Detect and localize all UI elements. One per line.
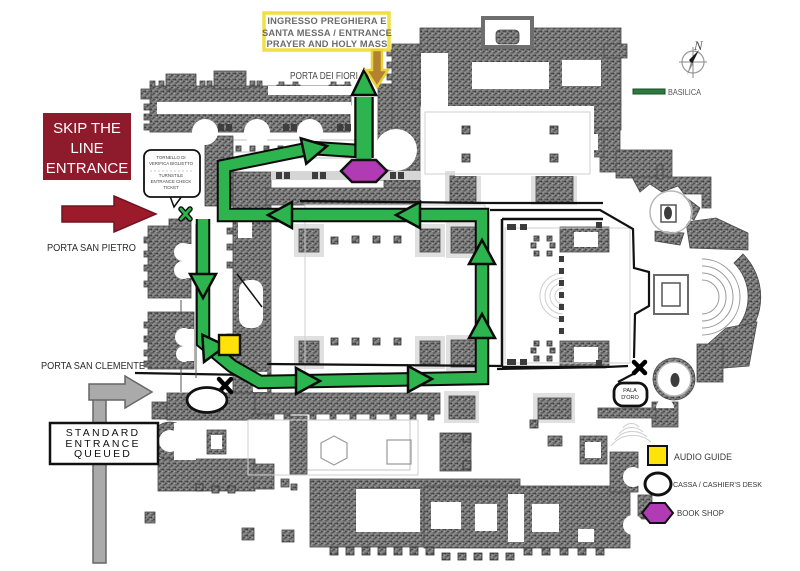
svg-text:VERIFICA BIGLIETTO: VERIFICA BIGLIETTO bbox=[149, 161, 194, 166]
svg-text:ENTRANCE CHECK: ENTRANCE CHECK bbox=[151, 179, 192, 184]
svg-text:PORTA DEI FIORI: PORTA DEI FIORI bbox=[290, 70, 358, 82]
svg-text:LINE: LINE bbox=[70, 140, 103, 157]
svg-text:TICKET: TICKET bbox=[163, 185, 179, 190]
svg-text:PALA: PALA bbox=[623, 388, 637, 394]
svg-text:BASILICA: BASILICA bbox=[668, 88, 702, 97]
svg-text:ENTRANCE: ENTRANCE bbox=[46, 160, 129, 177]
svg-text:ENTRANCE: ENTRANCE bbox=[65, 438, 140, 450]
svg-text:N: N bbox=[693, 38, 704, 53]
svg-text:TURNSTILE: TURNSTILE bbox=[159, 173, 183, 178]
svg-text:TORNELLO DI: TORNELLO DI bbox=[156, 155, 185, 160]
svg-text:SKIP THE: SKIP THE bbox=[53, 120, 121, 137]
svg-text:BOOK SHOP: BOOK SHOP bbox=[677, 508, 724, 518]
svg-text:AUDIO GUIDE: AUDIO GUIDE bbox=[674, 452, 732, 462]
svg-text:QUEUED: QUEUED bbox=[74, 448, 132, 460]
svg-text:PRAYER AND HOLY MASS: PRAYER AND HOLY MASS bbox=[266, 39, 387, 49]
svg-text:SANTA MESSA / ENTRANCE: SANTA MESSA / ENTRANCE bbox=[262, 28, 392, 38]
svg-text:PORTA SAN PIETRO: PORTA SAN PIETRO bbox=[47, 242, 136, 254]
svg-text:CASSA / CASHIER'S DESK: CASSA / CASHIER'S DESK bbox=[673, 480, 762, 489]
svg-text:D'ORO: D'ORO bbox=[621, 395, 639, 401]
svg-text:INGRESSO PREGHIERA E: INGRESSO PREGHIERA E bbox=[267, 16, 386, 26]
svg-text:STANDARD: STANDARD bbox=[66, 427, 141, 439]
svg-text:PORTA SAN CLEMENTE: PORTA SAN CLEMENTE bbox=[41, 360, 145, 372]
